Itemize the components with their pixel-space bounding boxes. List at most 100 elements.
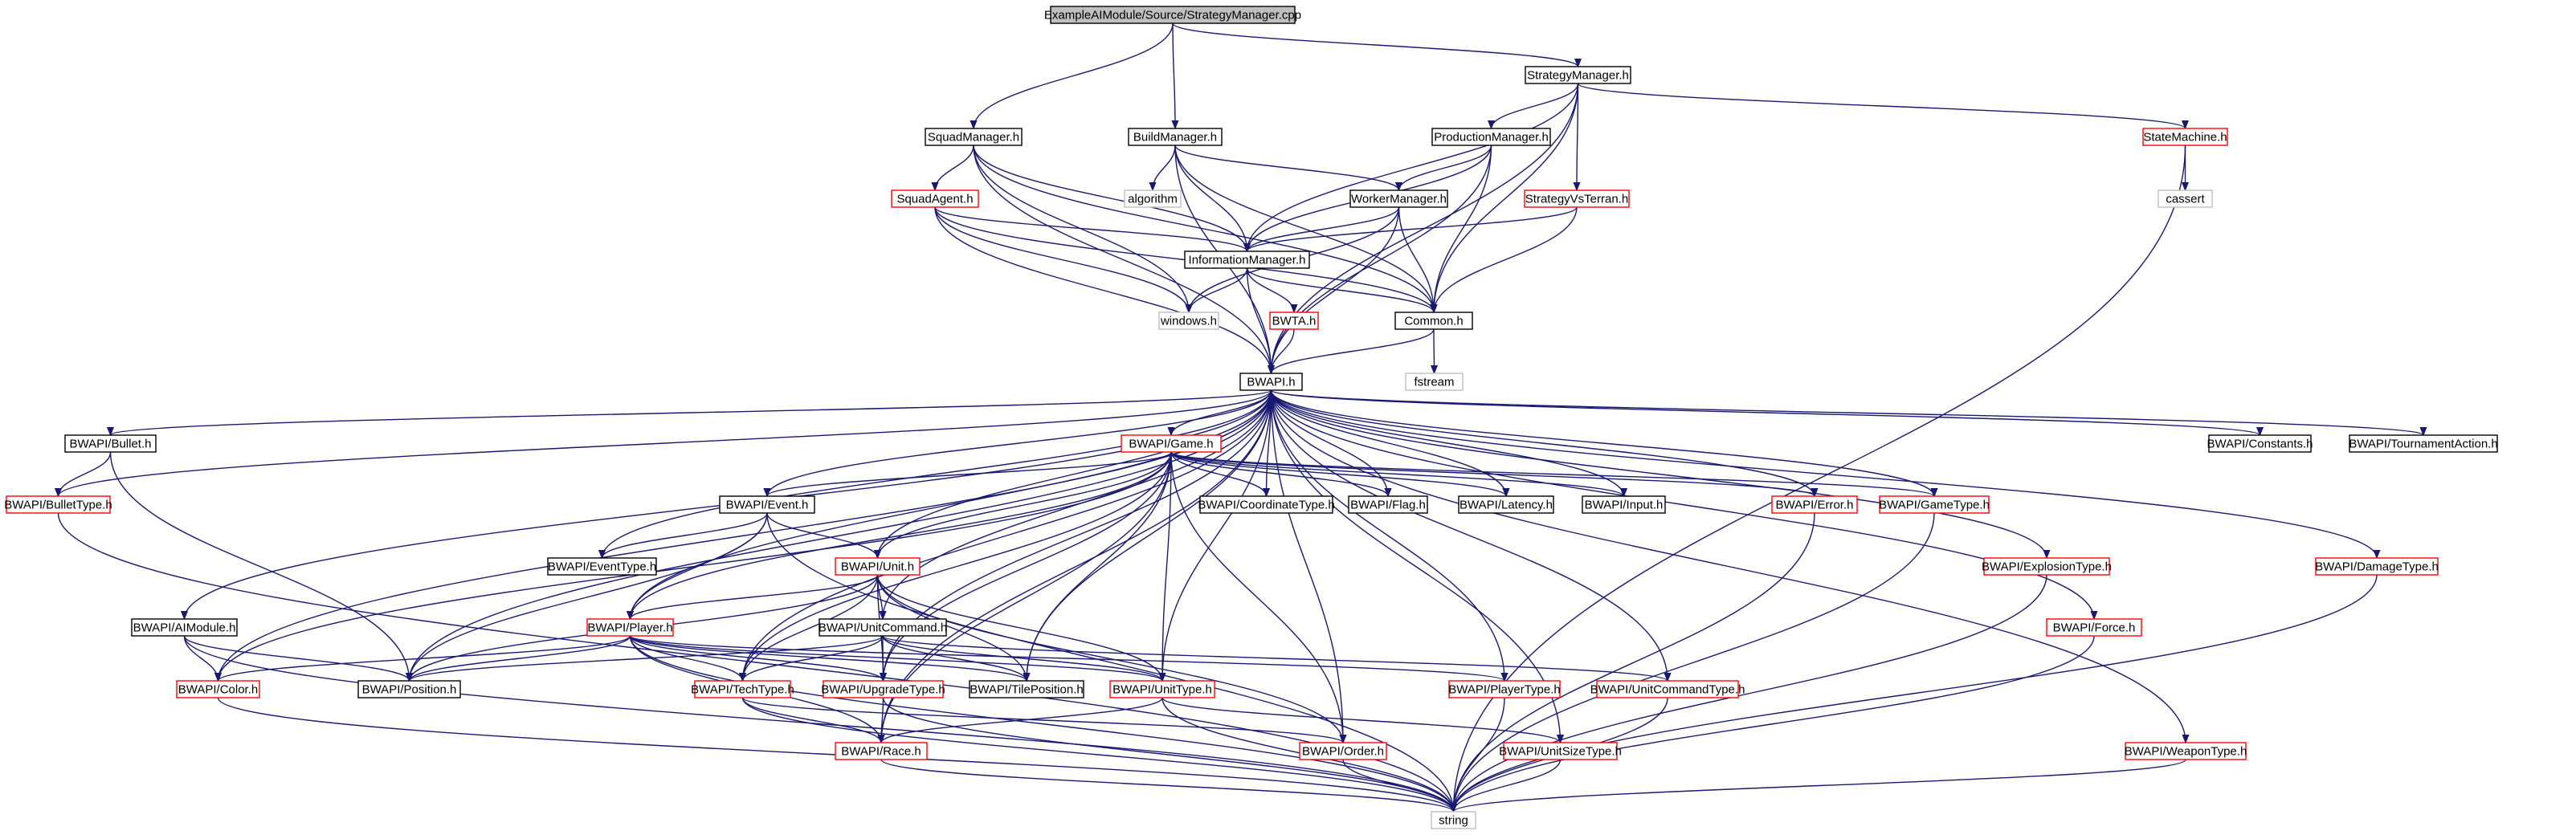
edge-bwapi-to-tourn xyxy=(1270,389,2424,436)
node-label: BWAPI/Force.h xyxy=(2053,621,2136,634)
edge-player-to-position xyxy=(410,635,631,682)
node-input[interactable]: BWAPI/Input.h xyxy=(1582,495,1666,514)
edge-bwapi-to-order xyxy=(1270,389,1344,743)
node-game[interactable]: BWAPI/Game.h xyxy=(1121,434,1222,453)
node-aimodule[interactable]: BWAPI/AIModule.h xyxy=(131,618,238,637)
node-strat[interactable]: StrategyManager.h xyxy=(1525,66,1631,84)
node-label: BWAPI/Player.h xyxy=(587,621,672,634)
node-label: BWAPI/Constants.h xyxy=(2207,437,2313,450)
node-unitcmd[interactable]: BWAPI/UnitCommand.h xyxy=(819,618,947,637)
node-label: BuildManager.h xyxy=(1133,130,1217,144)
node-box xyxy=(1121,434,1222,453)
node-eventtype[interactable]: BWAPI/EventType.h xyxy=(547,557,657,576)
node-box xyxy=(6,495,111,514)
node-explosion[interactable]: BWAPI/ExplosionType.h xyxy=(1982,557,2112,576)
node-upgrade[interactable]: BWAPI/UpgradeType.h xyxy=(821,680,945,698)
node-label: BWAPI/AIModule.h xyxy=(133,621,236,634)
edge-game-to-player xyxy=(631,451,1172,619)
edge-error-to-string xyxy=(1454,512,1815,812)
node-unit[interactable]: BWAPI/Unit.h xyxy=(835,557,921,576)
node-label: BWAPI/DamageType.h xyxy=(2315,560,2439,573)
edge-build-to-algo xyxy=(1153,145,1176,191)
node-worker[interactable]: WorkerManager.h xyxy=(1349,189,1448,208)
node-tech[interactable]: BWAPI/TechType.h xyxy=(691,680,794,698)
edge-game-to-error xyxy=(1170,451,1815,497)
node-build[interactable]: BuildManager.h xyxy=(1128,128,1223,146)
node-box xyxy=(1269,312,1319,330)
node-flag[interactable]: BWAPI/Flag.h xyxy=(1348,495,1428,514)
node-playertype[interactable]: BWAPI/PlayerType.h xyxy=(1448,680,1561,698)
edge-build-to-common xyxy=(1174,145,1434,312)
node-label: SquadManager.h xyxy=(928,130,1019,144)
edge-bullet-to-bullettype xyxy=(59,451,112,497)
edge-explosion-to-string xyxy=(1454,574,2047,812)
edge-info-to-bwapi xyxy=(1246,267,1272,373)
node-box xyxy=(823,680,944,698)
node-prod[interactable]: ProductionManager.h xyxy=(1431,128,1551,146)
edge-info-to-common xyxy=(1246,267,1435,313)
node-color[interactable]: BWAPI/Color.h xyxy=(176,680,260,698)
edge-game-to-upgrade xyxy=(884,451,1172,681)
node-bullet[interactable]: BWAPI/Bullet.h xyxy=(64,434,157,453)
edge-bwapi-to-position xyxy=(410,389,1272,681)
node-position[interactable]: BWAPI/Position.h xyxy=(357,680,461,698)
node-order[interactable]: BWAPI/Order.h xyxy=(1299,742,1387,760)
edge-svt-to-common xyxy=(1434,206,1578,312)
node-constants[interactable]: BWAPI/Constants.h xyxy=(2207,434,2313,453)
node-box xyxy=(1128,128,1223,146)
edge-build-to-info xyxy=(1174,145,1247,251)
node-latency[interactable]: BWAPI/Latency.h xyxy=(1458,495,1554,514)
node-squad[interactable]: SquadManager.h xyxy=(925,128,1023,146)
node-label: BWAPI/EventType.h xyxy=(548,560,656,573)
edge-prod-to-worker xyxy=(1399,145,1492,191)
node-tourn[interactable]: BWAPI/TournamentAction.h xyxy=(2349,434,2498,453)
edge-unit-to-order xyxy=(876,574,1344,743)
node-common[interactable]: Common.h xyxy=(1394,312,1473,330)
node-weapon[interactable]: BWAPI/WeaponType.h xyxy=(2125,742,2247,760)
edge-player-to-color xyxy=(218,635,631,682)
node-root: ExampleAIModule/Source/StrategyManager.c… xyxy=(1044,6,1301,24)
edge-squad-to-common xyxy=(973,145,1434,312)
edge-game-to-unit xyxy=(878,451,1172,558)
node-error[interactable]: BWAPI/Error.h xyxy=(1771,495,1858,514)
edge-bwapi-to-flag xyxy=(1270,389,1389,496)
node-label: BWAPI/Color.h xyxy=(178,682,258,696)
edge-player-to-string xyxy=(629,635,1454,812)
edge-player-to-tech xyxy=(629,635,743,682)
node-uctype[interactable]: BWAPI/UnitCommandType.h xyxy=(1590,680,1745,698)
node-box xyxy=(1503,742,1618,760)
node-gametype[interactable]: BWAPI/GameType.h xyxy=(1879,495,1990,514)
node-label: BWAPI/UnitSizeType.h xyxy=(1499,744,1622,758)
edge-bullet-to-position xyxy=(109,451,410,681)
node-svt[interactable]: StrategyVsTerran.h xyxy=(1524,189,1630,208)
node-tilepos[interactable]: BWAPI/TilePosition.h xyxy=(969,680,1084,698)
node-damage[interactable]: BWAPI/DamageType.h xyxy=(2315,557,2439,576)
node-force[interactable]: BWAPI/Force.h xyxy=(2046,618,2142,637)
node-coord[interactable]: BWAPI/CoordinateType.h xyxy=(1198,495,1335,514)
edge-unitsize-to-string xyxy=(1454,759,1562,813)
node-event[interactable]: BWAPI/Event.h xyxy=(719,495,815,514)
node-race[interactable]: BWAPI/Race.h xyxy=(835,742,928,760)
node-squadagent[interactable]: SquadAgent.h xyxy=(891,189,979,208)
node-label: BWAPI/Input.h xyxy=(1585,498,1664,511)
node-unitsize[interactable]: BWAPI/UnitSizeType.h xyxy=(1499,742,1622,760)
edge-bwapi-to-unit xyxy=(878,389,1272,558)
node-label: BWAPI/WeaponType.h xyxy=(2125,744,2247,758)
edge-bwapi-to-bullet xyxy=(111,389,1272,436)
node-statem[interactable]: StateMachine.h xyxy=(2142,128,2228,146)
edge-game-to-order xyxy=(1170,451,1343,743)
edge-root-to-build xyxy=(1173,22,1175,128)
node-info[interactable]: InformationManager.h xyxy=(1184,250,1310,269)
node-bullettype[interactable]: BWAPI/BulletType.h xyxy=(4,495,112,514)
node-box xyxy=(1239,373,1303,391)
node-player[interactable]: BWAPI/Player.h xyxy=(586,618,674,637)
node-bwapi[interactable]: BWAPI.h xyxy=(1239,373,1303,391)
node-bwta[interactable]: BWTA.h xyxy=(1269,312,1319,330)
node-box xyxy=(1109,680,1215,698)
edge-bwapi-to-damage xyxy=(1270,389,2378,558)
node-box xyxy=(694,680,791,698)
edge-unitcmd-to-unittype xyxy=(882,635,1162,682)
node-unittype[interactable]: BWAPI/UnitType.h xyxy=(1109,680,1215,698)
edge-statem-to-string xyxy=(1454,145,2186,812)
edge-race-to-string xyxy=(880,759,1454,813)
